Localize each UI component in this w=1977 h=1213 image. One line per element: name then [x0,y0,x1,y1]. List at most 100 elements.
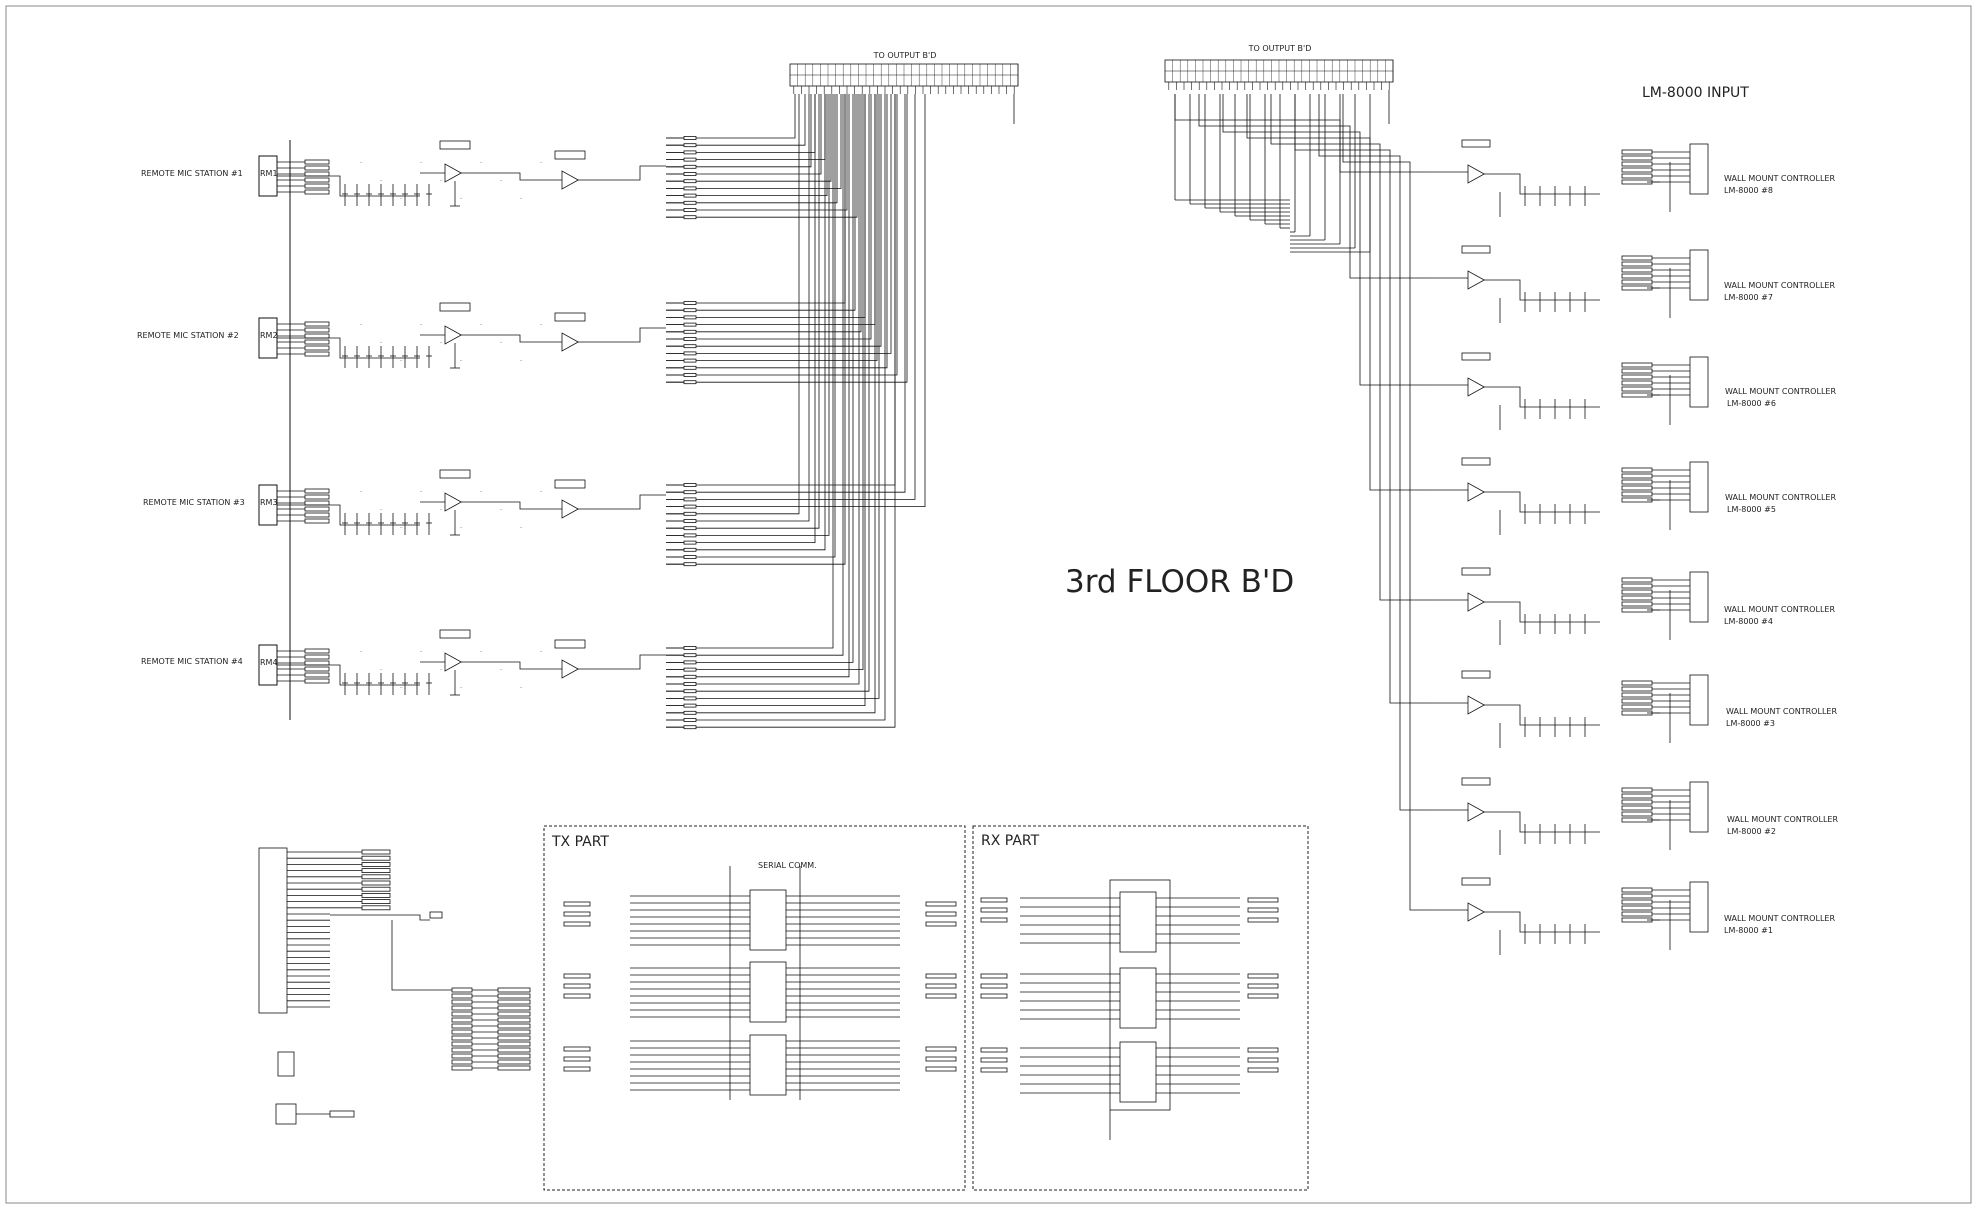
rx-port [980,1047,1008,1053]
component-ref: ·· [400,196,403,201]
resistor [683,497,697,502]
controller-3-line2: LM-8000 #3 [1726,719,1775,728]
component-ref: ·· [360,649,363,654]
lm-feedback [1461,457,1491,466]
bottom-pin [451,1065,473,1071]
opamp-link [461,661,562,670]
lm-pin-label [1621,905,1653,911]
lm-pin-label [1621,485,1653,491]
rx-port [1247,1057,1279,1063]
lm-pin-label [1621,161,1653,167]
bus-wire [666,94,854,663]
bus-wire [666,94,872,340]
mic-pin-label [304,333,330,339]
component-ref: ·· [500,340,503,345]
mic-pin-label [304,351,330,357]
resistor [683,373,697,377]
bus-wire [666,94,834,649]
feedback-network [439,140,471,150]
lm-op-amp [1467,592,1486,612]
bus-wire [666,94,810,522]
opamp-out [578,494,666,510]
opamp-link [461,334,562,343]
rx-port [980,907,1008,913]
resistor [683,526,697,531]
bus-wire [666,94,812,168]
rx-port [980,897,1008,903]
bus-wire [666,94,816,543]
op-amp-1 [444,652,463,672]
op-amp-2 [561,499,580,519]
lm-pin-label [1621,473,1653,479]
lm-op-amp [1467,802,1486,822]
rx-ic [1119,891,1157,953]
rx-port [980,973,1008,979]
lm-pin-label [1621,273,1653,279]
lm-pin-label [1621,368,1653,374]
lm-out [1484,704,1600,726]
bottom-pin [451,1035,473,1041]
bus-wire [666,94,908,383]
mic-station-label-1: REMOTE MIC STATION #1 [141,169,243,178]
bus-wire [666,94,842,189]
component-ref: ·· [520,196,523,201]
mic-pin-label [304,327,330,333]
lm-pin-label [1621,805,1653,811]
bus-wire [666,94,870,692]
left-connector-label: TO OUTPUT B'D [873,51,937,60]
wiring: ········································… [258,59,1709,1140]
resistor [683,358,697,363]
resistor [683,504,697,509]
tx-part-label: TX PART [551,834,609,850]
tx-port [925,911,957,917]
resistor [683,315,697,320]
lm-bus-wire [1246,94,1430,491]
mic-pin-label [304,171,330,177]
controller-1-line1: WALL MOUNT CONTROLLER [1724,914,1835,923]
bus-wire [666,94,850,678]
lm-pin-label [1621,911,1653,917]
resistor [683,696,697,701]
bottom-pin [451,1029,473,1035]
rx-port [980,983,1008,989]
lm-feedback [1461,877,1491,886]
mic-pin-label [304,500,330,506]
bus-wire [666,94,858,218]
bus-wire [666,94,832,182]
component-ref: ·· [460,196,463,201]
lm-bus-wire [1342,94,1430,911]
resistor [683,322,697,327]
mic-pin-label [304,678,330,684]
resistor [683,682,697,686]
controller-3-line1: WALL MOUNT CONTROLLER [1726,707,1837,716]
component-ref: ·· [540,160,543,165]
mic-station-label-3: REMOTE MIC STATION #3 [143,498,245,507]
resistor [683,143,697,148]
rx-port [980,917,1008,923]
bus-wire [666,94,898,376]
rm-ref-1: RM1 [260,169,278,178]
rm-ref-3: RM3 [260,498,278,507]
bus-wire [666,94,864,670]
bottom-pin-label [497,1059,531,1065]
bus-wire [666,94,796,139]
component-ref: ·· [500,667,503,672]
lm-op-amp [1467,164,1486,184]
resistor [683,186,697,191]
bottom-pin [451,1059,473,1065]
component-ref: ·· [520,358,523,363]
resistor [683,710,697,715]
bottom-ic [277,1051,295,1077]
lm-pin-label [1621,491,1653,497]
rx-port [1247,917,1279,923]
bus-wire [666,94,866,706]
bottom-wire [391,920,455,991]
bottom-wire [330,914,430,921]
resistor [683,193,697,198]
lm-feedback [1461,777,1491,786]
lm-pin-label [1621,811,1653,817]
serial-comm-label: SERIAL COMM. [758,861,817,870]
rx-port [1247,1067,1279,1073]
lm-pin-label [1621,799,1653,805]
bottom-pin-label [497,1011,531,1017]
